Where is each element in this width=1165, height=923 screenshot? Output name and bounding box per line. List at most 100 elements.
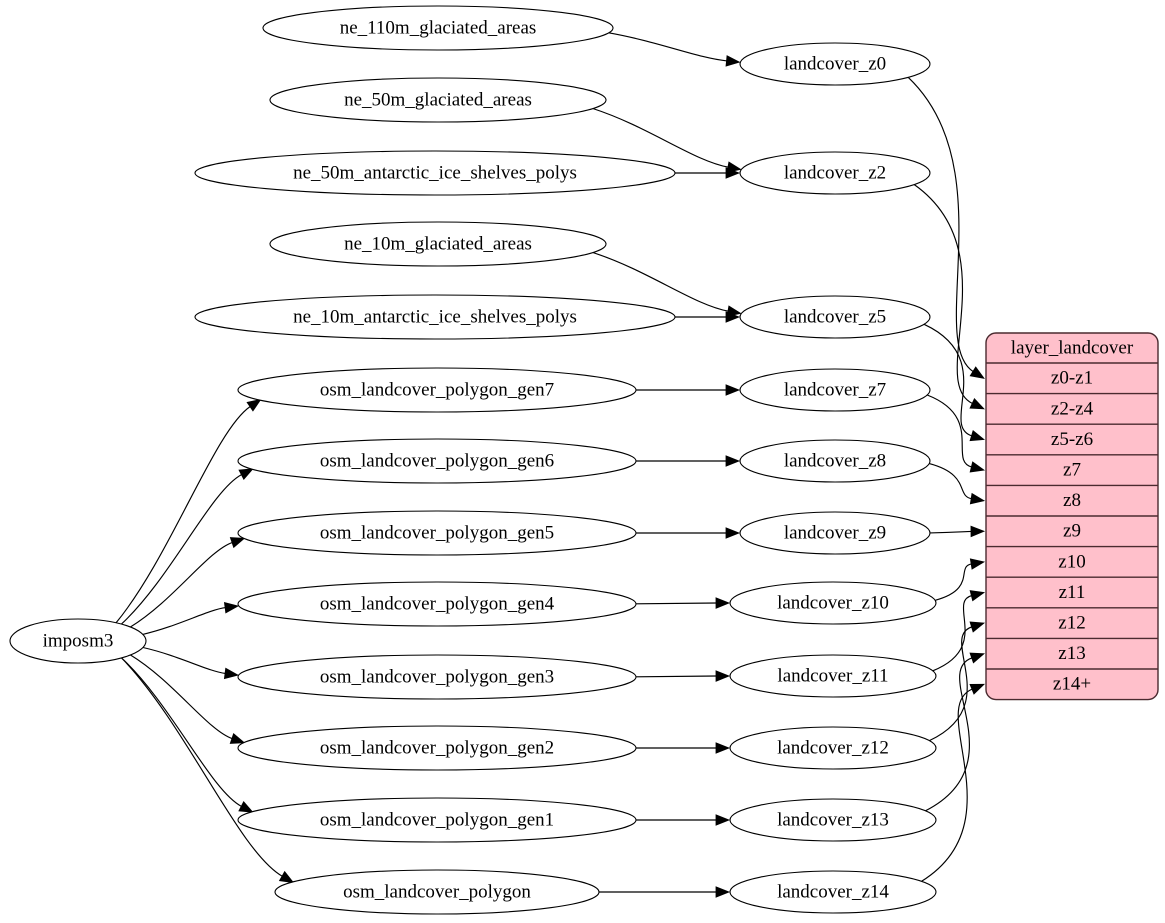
- edge-line: [121, 657, 242, 808]
- edge-line: [130, 654, 233, 740]
- edge-landcover_z8-to-layer_landcover:z8: [929, 463, 986, 505]
- node-osm_landcover_polygon_gen2[interactable]: osm_landcover_polygon_gen2: [237, 725, 637, 771]
- edge-arrowhead: [715, 597, 731, 609]
- edge-line: [935, 563, 972, 601]
- node-osm_landcover_polygon_gen7[interactable]: osm_landcover_polygon_gen7: [237, 367, 637, 413]
- edge-imposm3-to-osm_landcover_polygon_gen3: [142, 646, 240, 680]
- node-osm_landcover_polygon_gen6[interactable]: osm_landcover_polygon_gen6: [237, 438, 637, 484]
- edge-imposm3-to-osm_landcover_polygon: [121, 657, 295, 884]
- node-landcover_z0[interactable]: landcover_z0: [739, 42, 931, 86]
- node-landcover_z12[interactable]: landcover_z12: [729, 726, 937, 770]
- edge-line: [921, 688, 973, 882]
- node-osm_landcover_polygon_gen1[interactable]: osm_landcover_polygon_gen1: [237, 797, 637, 843]
- table-row-label-z9[interactable]: z9: [1063, 521, 1081, 542]
- node-shape-osm-table: [237, 797, 637, 843]
- edge-line: [142, 607, 226, 635]
- node-label-ne_50m_glaciated_areas: ne_50m_glaciated_areas: [344, 89, 532, 110]
- edge-line: [635, 602, 717, 605]
- table-row-label-z0-z1[interactable]: z0-z1: [1051, 368, 1093, 389]
- node-label-landcover_z0: landcover_z0: [784, 53, 886, 74]
- node-shape-ne-table: [194, 294, 676, 340]
- node-ne_50m_glaciated_areas[interactable]: ne_50m_glaciated_areas: [269, 77, 607, 123]
- node-label-ne_10m_glaciated_areas: ne_10m_glaciated_areas: [344, 233, 532, 254]
- edge-ne_110m_glaciated_areas-to-landcover_z0: [608, 32, 741, 67]
- table-row-label-z8[interactable]: z8: [1063, 490, 1081, 511]
- node-landcover_z2[interactable]: landcover_z2: [739, 151, 931, 195]
- node-ne_10m_glaciated_areas[interactable]: ne_10m_glaciated_areas: [269, 221, 607, 267]
- node-imposm3[interactable]: imposm3: [9, 618, 147, 664]
- node-shape-osm-table: [237, 581, 637, 627]
- node-osm_landcover_polygon_gen3[interactable]: osm_landcover_polygon_gen3: [237, 654, 637, 700]
- node-shape-osm-table: [237, 510, 637, 556]
- edge-osm_landcover_polygon_gen3-to-landcover_z11: [635, 670, 731, 682]
- edge-imposm3-to-osm_landcover_polygon_gen1: [121, 657, 254, 813]
- edge-line: [929, 463, 972, 500]
- edge-landcover_z9-to-layer_landcover:z9: [929, 525, 986, 538]
- node-label-landcover_z11: landcover_z11: [777, 665, 888, 686]
- edge-arrowhead: [725, 455, 741, 467]
- table-row-label-z12[interactable]: z12: [1058, 612, 1085, 633]
- node-osm_landcover_polygon[interactable]: osm_landcover_polygon: [274, 869, 600, 915]
- edge-imposm3-to-osm_landcover_polygon_gen6: [121, 468, 254, 625]
- node-label-landcover_z10: landcover_z10: [777, 592, 889, 613]
- node-label-osm_landcover_polygon_gen1: osm_landcover_polygon_gen1: [320, 809, 554, 830]
- node-shape-landcover-view: [739, 151, 931, 195]
- edge-osm_landcover_polygon_gen1-to-landcover_z13: [636, 814, 731, 826]
- edge-arrowhead: [970, 525, 986, 538]
- table-row-label-z10[interactable]: z10: [1058, 551, 1085, 572]
- node-osm_landcover_polygon_gen5[interactable]: osm_landcover_polygon_gen5: [237, 510, 637, 556]
- edge-osm_landcover_polygon_gen2-to-landcover_z12: [635, 742, 731, 754]
- node-ne_110m_glaciated_areas[interactable]: ne_110m_glaciated_areas: [262, 5, 614, 51]
- edge-osm_landcover_polygon_gen5-to-landcover_z9: [636, 527, 741, 539]
- edge-ne_10m_antarctic_ice_shelves_polys-to-landcover_z5: [675, 311, 741, 323]
- edge-imposm3-to-osm_landcover_polygon_gen7: [115, 398, 262, 624]
- node-ne_10m_antarctic_ice_shelves_polys[interactable]: ne_10m_antarctic_ice_shelves_polys: [194, 294, 676, 340]
- node-shape-landcover-view: [739, 295, 931, 339]
- edge-landcover_z12-to-layer_landcover:z12: [929, 621, 986, 742]
- node-landcover_z7[interactable]: landcover_z7: [739, 368, 931, 412]
- table-row-label-z13[interactable]: z13: [1058, 643, 1085, 664]
- node-shape-ne-table: [262, 5, 614, 51]
- edge-landcover_z10-to-layer_landcover:z10: [935, 558, 986, 601]
- edge-landcover_z14-to-layer_landcover:z14+: [921, 683, 985, 882]
- edge-line: [929, 626, 973, 742]
- node-shape-landcover-view: [739, 439, 931, 483]
- node-landcover_z11[interactable]: landcover_z11: [729, 654, 937, 698]
- edge-landcover_z13-to-layer_landcover:z13: [925, 652, 986, 812]
- edge-arrowhead: [969, 558, 986, 570]
- node-label-landcover_z14: landcover_z14: [777, 881, 889, 902]
- edge-line: [635, 675, 717, 678]
- edge-arrowhead: [715, 886, 731, 898]
- node-landcover_z14[interactable]: landcover_z14: [729, 870, 937, 914]
- edge-landcover_z5-to-layer_landcover:z5-z6: [923, 323, 986, 442]
- edge-line: [932, 595, 973, 672]
- node-label-imposm3: imposm3: [43, 630, 114, 651]
- node-shape-landcover-view: [729, 726, 937, 770]
- node-osm_landcover_polygon_gen4[interactable]: osm_landcover_polygon_gen4: [237, 581, 637, 627]
- table-row-label-z5-z6[interactable]: z5-z6: [1051, 429, 1093, 450]
- edge-arrowhead: [969, 430, 986, 442]
- edge-arrowhead: [229, 537, 246, 549]
- edge-arrowhead: [969, 590, 986, 602]
- edge-osm_landcover_polygon-to-landcover_z14: [598, 886, 731, 898]
- table-row-label-z14+[interactable]: z14+: [1053, 674, 1091, 695]
- table-row-label-z11[interactable]: z11: [1059, 582, 1086, 603]
- node-landcover_z5[interactable]: landcover_z5: [739, 295, 931, 339]
- node-ne_50m_antarctic_ice_shelves_polys[interactable]: ne_50m_antarctic_ice_shelves_polys: [194, 150, 676, 196]
- node-label-osm_landcover_polygon: osm_landcover_polygon: [343, 881, 531, 902]
- edge-arrowhead: [715, 742, 731, 754]
- node-label-osm_landcover_polygon_gen7: osm_landcover_polygon_gen7: [320, 379, 554, 400]
- edge-arrowhead: [725, 384, 741, 396]
- edge-imposm3-to-osm_landcover_polygon_gen5: [130, 537, 246, 628]
- node-landcover_z9[interactable]: landcover_z9: [739, 511, 931, 555]
- table-row-label-z7[interactable]: z7: [1063, 459, 1081, 480]
- node-landcover_z8[interactable]: landcover_z8: [739, 439, 931, 483]
- node-landcover_z10[interactable]: landcover_z10: [729, 581, 937, 625]
- node-shape-ne-table: [269, 221, 607, 267]
- edge-line: [926, 394, 973, 468]
- node-landcover_z13[interactable]: landcover_z13: [729, 798, 937, 842]
- edge-arrowhead: [969, 652, 986, 664]
- table-row-label-z2-z4[interactable]: z2-z4: [1051, 398, 1094, 419]
